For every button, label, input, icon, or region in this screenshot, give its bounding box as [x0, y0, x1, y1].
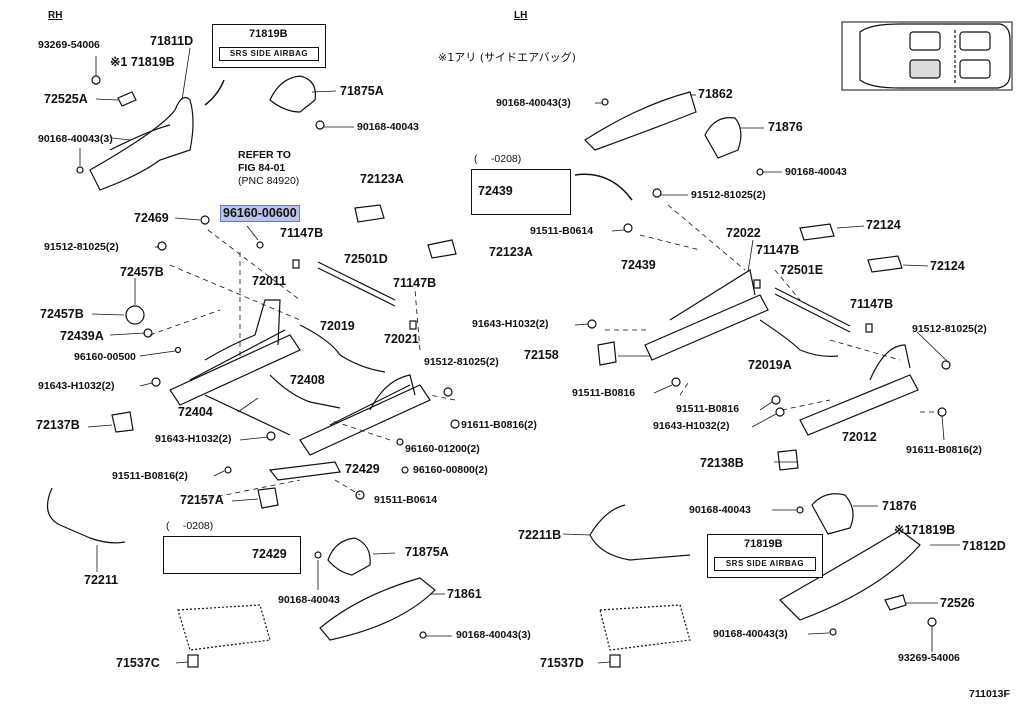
- lh-airbag-tag: SRS SIDE AIRBAG: [714, 557, 816, 571]
- part-label[interactable]: 72021: [384, 332, 419, 346]
- part-label[interactable]: 72011: [252, 274, 287, 288]
- part-label[interactable]: 96160-00500: [74, 351, 136, 363]
- rh-date-part[interactable]: 72429: [252, 547, 287, 561]
- part-label[interactable]: 96160-00800(2): [413, 464, 488, 476]
- part-label[interactable]: 90168-40043: [689, 504, 751, 516]
- part-label[interactable]: 72124: [930, 259, 965, 273]
- lh-date-part[interactable]: 72439: [478, 184, 513, 198]
- part-label[interactable]: 72526: [940, 596, 975, 610]
- part-label[interactable]: 71862: [698, 87, 733, 101]
- part-label[interactable]: 71147B: [756, 243, 800, 257]
- part-label[interactable]: 91511-B0614: [530, 225, 594, 237]
- part-label[interactable]: 90168-40043(3): [456, 629, 531, 641]
- part-label[interactable]: 91512-81025(2): [44, 241, 119, 253]
- lh-date-range: ( -0208): [474, 153, 522, 165]
- part-label[interactable]: 72429: [345, 462, 380, 476]
- part-label[interactable]: 90168-40043: [278, 594, 340, 606]
- part-label[interactable]: 91643-H1032(2): [155, 433, 232, 445]
- part-label[interactable]: 71861: [447, 587, 482, 601]
- part-label[interactable]: 71537D: [540, 656, 584, 670]
- part-label[interactable]: 90168-40043: [785, 166, 847, 178]
- part-label[interactable]: 72123A: [360, 172, 404, 186]
- part-label[interactable]: 72138B: [700, 456, 744, 470]
- part-label[interactable]: 72124: [866, 218, 901, 232]
- part-label[interactable]: 71811D: [150, 34, 194, 48]
- lh-airbag-box: 71819B SRS SIDE AIRBAG: [707, 534, 823, 578]
- part-label[interactable]: 71147B: [393, 276, 437, 290]
- part-label[interactable]: 91511-B0816(2): [112, 470, 188, 482]
- part-label[interactable]: 72525A: [44, 92, 88, 106]
- part-label[interactable]: 71875A: [405, 545, 449, 559]
- part-label[interactable]: 72457B: [120, 265, 164, 279]
- part-label[interactable]: 72439: [621, 258, 656, 272]
- part-label[interactable]: 72439A: [60, 329, 104, 343]
- part-label[interactable]: 91511-B0816: [572, 387, 636, 399]
- part-label[interactable]: 71147B: [280, 226, 324, 240]
- rh-airbag-part[interactable]: 71819B: [249, 28, 288, 40]
- part-label[interactable]: 91512-81025(2): [912, 323, 987, 335]
- lh-side-label: LH: [514, 10, 528, 21]
- part-label[interactable]: 91611-B0816(2): [906, 444, 982, 456]
- rh-side-label: RH: [48, 10, 63, 21]
- airbag-note: ※1アリ (サイドエアバッグ): [438, 51, 576, 64]
- part-label[interactable]: 72137B: [36, 418, 80, 432]
- refer-line-1: REFER TO: [238, 149, 291, 161]
- part-label-selected[interactable]: 96160-00600: [220, 205, 300, 222]
- car-locator-icon: [841, 21, 1013, 91]
- part-label[interactable]: 71876: [882, 499, 917, 513]
- rh-airbag-box: 71819B SRS SIDE AIRBAG: [212, 24, 326, 68]
- rh-date-range: ( -0208): [166, 520, 214, 532]
- part-label[interactable]: 91611-B0816(2): [461, 419, 537, 431]
- refer-line-2[interactable]: FIG 84-01: [238, 162, 286, 174]
- part-label[interactable]: 90168-40043(3): [38, 133, 113, 145]
- part-label[interactable]: 72404: [178, 405, 213, 419]
- part-label[interactable]: 72501D: [344, 252, 388, 266]
- lh-airbag-part[interactable]: 71819B: [744, 538, 783, 550]
- part-label[interactable]: 72019A: [748, 358, 792, 372]
- figure-code: 711013F: [969, 688, 1010, 700]
- part-label[interactable]: 72501E: [780, 263, 824, 277]
- part-label[interactable]: 93269-54006: [38, 39, 100, 51]
- part-label[interactable]: 72123A: [489, 245, 533, 259]
- part-label[interactable]: 72211B: [518, 528, 562, 542]
- part-label[interactable]: ※171819B: [894, 523, 956, 537]
- part-label[interactable]: 71876: [768, 120, 803, 134]
- rh-date-box: 72429: [163, 536, 301, 574]
- lh-date-box: 72439: [471, 169, 571, 215]
- part-label[interactable]: 72012: [842, 430, 877, 444]
- rh-airbag-tag: SRS SIDE AIRBAG: [219, 47, 319, 61]
- part-label[interactable]: 72211: [84, 573, 119, 587]
- part-label[interactable]: 71537C: [116, 656, 160, 670]
- part-label[interactable]: 71147B: [850, 297, 894, 311]
- part-label[interactable]: 72469: [134, 211, 169, 225]
- part-label[interactable]: 90168-40043(3): [496, 97, 571, 109]
- part-label[interactable]: 71812D: [962, 539, 1006, 553]
- part-label[interactable]: 71875A: [340, 84, 384, 98]
- refer-line-3: (PNC 84920): [238, 175, 300, 187]
- part-label[interactable]: 72408: [290, 373, 325, 387]
- part-label[interactable]: 91643-H1032(2): [653, 420, 730, 432]
- part-label[interactable]: 90168-40043: [357, 121, 419, 133]
- part-label[interactable]: 91512-81025(2): [424, 356, 499, 368]
- part-label[interactable]: 72157A: [180, 493, 224, 507]
- part-label[interactable]: 96160-01200(2): [405, 443, 480, 455]
- part-label[interactable]: 90168-40043(3): [713, 628, 788, 640]
- part-label[interactable]: 91511-B0816: [676, 403, 740, 415]
- part-label[interactable]: 72022: [726, 226, 761, 240]
- part-label[interactable]: 91511-B0614: [374, 494, 438, 506]
- part-label[interactable]: 91643-H1032(2): [38, 380, 115, 392]
- part-label[interactable]: 72158: [524, 348, 559, 362]
- part-label[interactable]: 72457B: [40, 307, 84, 321]
- part-label[interactable]: 91512-81025(2): [691, 189, 766, 201]
- part-label[interactable]: 72019: [320, 319, 355, 333]
- part-label[interactable]: ※1 71819B: [110, 55, 175, 69]
- part-label[interactable]: 93269-54006: [898, 652, 960, 664]
- part-label[interactable]: 91643-H1032(2): [472, 318, 549, 330]
